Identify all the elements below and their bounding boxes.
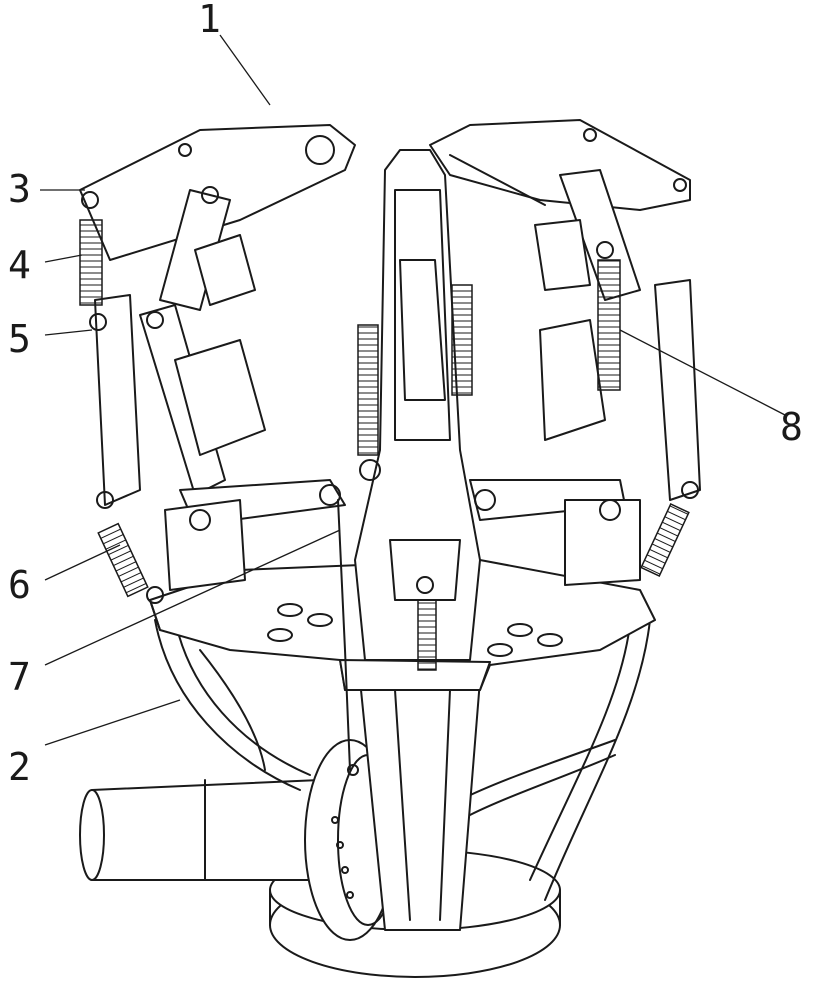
callout-1: 1 — [198, 0, 221, 41]
spring-8 — [598, 260, 620, 390]
callout-3: 3 — [8, 167, 31, 211]
spring-center-right — [452, 285, 472, 395]
callout-5: 5 — [8, 317, 31, 361]
spring-4 — [80, 220, 102, 305]
callout-8: 8 — [780, 405, 803, 449]
callout-4: 4 — [8, 243, 31, 287]
callout-6: 6 — [8, 563, 31, 607]
left-finger — [80, 125, 355, 603]
callout-2: 2 — [8, 745, 31, 789]
spring-6 — [98, 524, 148, 597]
callout-7: 7 — [8, 655, 31, 699]
spring-center-left — [358, 325, 378, 455]
spring-center-lower — [418, 600, 436, 670]
spring-right-lower — [641, 504, 689, 576]
